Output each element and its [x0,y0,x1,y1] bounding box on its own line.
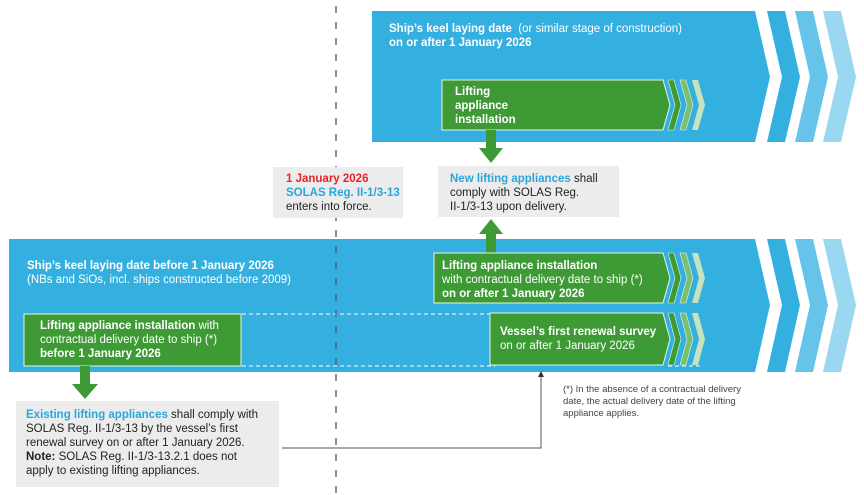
right-installation-chevron-3 [692,253,705,303]
renewal-survey-box [489,312,671,366]
bottom-chevron-2 [795,239,828,372]
existing-note-rest: SOLAS Reg. II-1/3-13.2.1 does not [55,451,237,463]
connector-arrowhead [538,371,544,377]
existing-appliances-box [16,401,279,487]
top-band-title-normal: (or similar stage of construction) [518,23,682,35]
top-installation-chevron-3 [692,80,705,130]
new-appliances-line3: II-1/3-13 upon delivery. [450,201,567,213]
new-appliances-line1-rest: shall [570,173,598,185]
renewal-survey-line2: on or after 1 January 2026 [500,340,635,352]
arrow-down-head-top [479,148,503,163]
right-installation-chevron-1 [667,252,682,304]
arrow-down-stem-top [486,130,496,150]
bottom-chevron-1 [767,239,800,372]
existing-line3: renewal survey on or after 1 January 202… [26,437,245,449]
top-installation-chevron-2 [679,79,694,131]
arrow-up-stem [486,232,496,254]
renewal-survey-chevron-1 [667,312,682,366]
new-appliances-highlight: New lifting appliances [450,173,571,185]
renewal-survey-chevron-3 [692,313,705,365]
arrow-down-stem-left [80,366,90,386]
renewal-survey-chevron-2 [679,312,694,366]
footnote-line3: appliance applies. [563,408,640,419]
connector-line [282,375,542,449]
top-chevron-1 [767,11,800,142]
entry-text: enters into force. [286,201,372,213]
bottom-chevron-3 [823,239,856,372]
top-band-subtitle: on or after 1 January 2026 [389,37,532,49]
bottom-band-subtitle: (NBs and SiOs, incl. ships constructed b… [27,274,291,286]
existing-line1-rest: shall comply with [167,409,258,421]
top-band-title: Ship’s keel laying date (or similar stag… [389,22,682,36]
existing-line1: Existing lifting appliances shall comply… [26,408,258,422]
top-chevron-2 [795,11,828,142]
existing-note: Note: SOLAS Reg. II-1/3-13.2.1 does not [26,450,237,464]
top-chevron-3 [823,11,856,142]
footnote-line1: (*) In the absence of a contractual deli… [563,384,741,395]
entry-regulation: SOLAS Reg. II-1/3-13 [286,187,400,199]
left-installation-line1: Lifting appliance installation with [40,319,219,333]
top-installation-box [441,79,671,131]
arrow-up-head [479,219,503,234]
arrow-down-head-left [72,384,98,399]
new-appliances-line1: New lifting appliances shall [450,172,598,186]
footnote-line2: date, the actual delivery date of the li… [563,396,736,407]
existing-highlight: Existing lifting appliances [26,409,168,421]
right-installation-line2: with contractual delivery date to ship (… [442,274,643,286]
left-installation-line1-rest: with [195,320,219,332]
left-installation-line3: before 1 January 2026 [40,348,161,360]
right-installation-line1: Lifting appliance installation [442,260,598,272]
top-installation-line2: appliance [455,100,509,112]
existing-line5: apply to existing lifting appliances. [26,465,200,477]
top-installation-line3: installation [455,114,516,126]
left-installation-line2: contractual delivery date to ship (*) [40,334,218,346]
right-installation-box [433,252,671,304]
left-installation-line1-bold: Lifting appliance installation [40,320,196,332]
entry-date: 1 January 2026 [286,173,369,185]
entry-into-force-box [273,167,403,218]
right-installation-chevron-2 [679,252,694,304]
right-installation-line3: on or after 1 January 2026 [442,288,585,300]
top-band-title-bold: Ship’s keel laying date [389,23,512,35]
bottom-band-title: Ship’s keel laying date before 1 January… [27,260,274,272]
new-appliances-line2: comply with SOLAS Reg. [450,187,580,199]
top-installation-line1: Lifting [455,86,491,98]
top-installation-chevron-1 [667,79,682,131]
left-installation-box [23,313,242,367]
existing-note-label: Note: [26,451,56,463]
existing-line2: SOLAS Reg. II-1/3-13 by the vessel’s fir… [26,423,238,435]
renewal-survey-line1: Vessel’s first renewal survey [500,326,657,338]
new-appliances-box [438,166,619,217]
